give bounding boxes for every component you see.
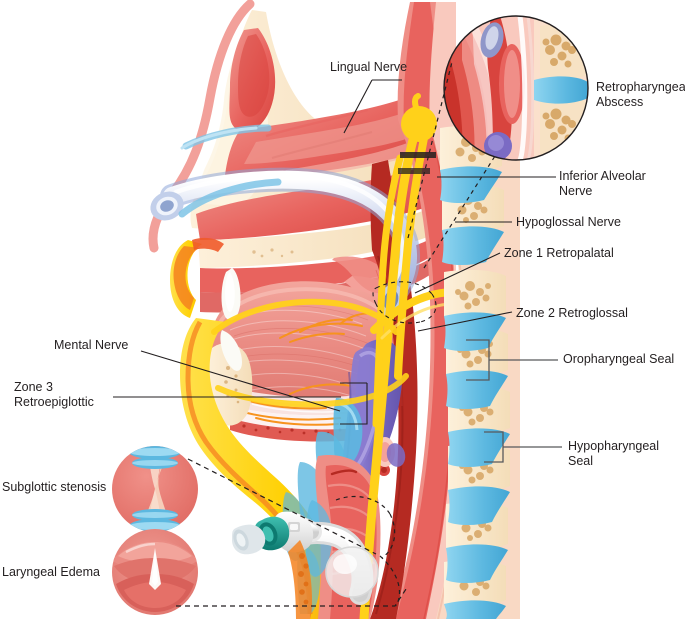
label-retropharyngeal-abscess: Retropharyngeal Abscess [596,80,685,109]
label-oropharyngeal-seal: Oropharyngeal Seal [563,352,675,366]
mandible-and-teeth [208,268,253,426]
label-inferior-alveolar-nerve: Inferior Alveolar Nerve [559,169,646,198]
intervertebral-discs [440,166,510,619]
leader-lines-left [113,79,402,412]
label-lingual-nerve: Lingual Nerve [330,60,408,74]
bracket-zone3-marker [340,382,368,425]
label-subglottic-stenosis: Subglottic stenosis [2,480,107,494]
cervical-spine [436,125,520,619]
label-zone-2-retroglossal: Zone 2 Retroglossal [516,306,628,320]
label-hypoglossal-nerve: Hypoglossal Nerve [516,215,621,229]
leader-lines-right [414,176,556,332]
label-laryngeal-edema: Laryngeal Edema [2,565,100,579]
abscess-inset-connectors [407,61,496,269]
label-mental-nerve: Mental Nerve [54,338,129,352]
bracket-hypopharyngeal-seal [484,431,562,463]
nasal-sinus-mucosa [229,28,276,132]
tracheostomy-tube-device[interactable] [230,511,379,605]
label-zone-1-retropalatal: Zone 1 Retropalatal [504,246,614,260]
label-hypopharyngeal-seal: Hypopharyngeal Seal [568,439,660,468]
peritracheal-fat [288,540,312,619]
laryngeal-edema-inset [112,529,198,615]
bracket-oropharyngeal-seal [466,339,558,381]
zone-boundary-dashes [372,281,437,324]
label-zone-3-retroepiglottic: Zone 3 Retroepiglottic [14,380,94,409]
retropharyngeal-abscess-inset [443,15,589,161]
lower-inset-connectors [176,458,409,607]
subglottic-stenosis-inset [112,446,198,532]
